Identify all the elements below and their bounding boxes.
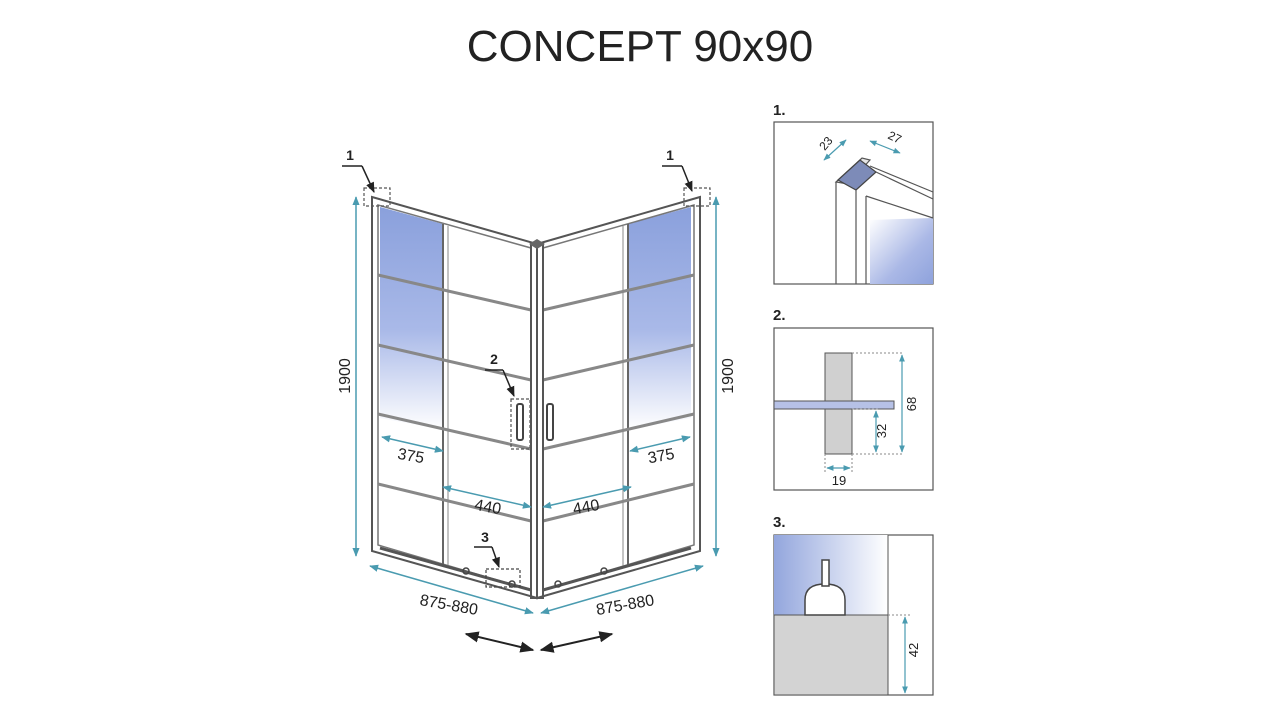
callout-label: 1	[346, 147, 354, 163]
corner-marker-left	[363, 187, 391, 207]
door-handles	[510, 398, 554, 450]
callout-label: 1	[666, 147, 674, 163]
callout-1-right: 1	[662, 147, 693, 192]
dimension-label: 440	[473, 497, 502, 518]
margin-right	[957, 0, 1280, 720]
dimension-door-right: 440	[542, 485, 632, 518]
detail-dimension: 19	[832, 473, 846, 488]
corner-marker-right	[683, 187, 711, 207]
dimension-label: 1900	[720, 358, 737, 394]
callout-2: 2	[485, 351, 515, 397]
detail-dimension: 27	[886, 128, 904, 146]
dimension-height-left: 1900	[337, 196, 360, 557]
dimension-label: 440	[572, 497, 601, 518]
dimension-label: 375	[396, 446, 425, 467]
detail-dimension: 42	[906, 643, 921, 657]
dimension-label: 375	[647, 446, 676, 467]
dimension-label: 875-880	[418, 592, 479, 619]
dimension-label: 1900	[337, 358, 354, 394]
fixed-glass-left	[380, 207, 443, 430]
margin-left	[0, 0, 323, 720]
detail-label: 1.	[773, 102, 786, 119]
detail-dimension: 32	[874, 424, 889, 438]
dimension-door-left: 440	[442, 485, 532, 518]
detail-3: 3. 42	[773, 514, 934, 696]
dimension-fixed-right: 375	[629, 435, 691, 467]
enclosure-right-panel	[536, 195, 701, 600]
dimension-fixed-left: 375	[381, 435, 444, 467]
detail-label: 3.	[773, 514, 786, 531]
enclosure-left-panel	[371, 195, 538, 600]
detail-dimension: 68	[904, 397, 919, 411]
dimension-label: 875-880	[595, 592, 656, 619]
detail-1: 1. 23 27	[773, 102, 934, 285]
callout-3: 3	[474, 529, 500, 568]
callout-label: 2	[490, 351, 498, 367]
fixed-glass-right	[628, 207, 691, 430]
callout-1-left: 1	[342, 147, 375, 193]
dimension-height-right: 1900	[712, 196, 737, 557]
page-title: CONCEPT 90x90	[466, 22, 814, 71]
sliding-direction-arrows	[464, 631, 614, 653]
detail-2: 2. 68 32 19	[773, 307, 934, 491]
callout-label: 3	[481, 529, 489, 545]
detail-label: 2.	[773, 307, 786, 324]
